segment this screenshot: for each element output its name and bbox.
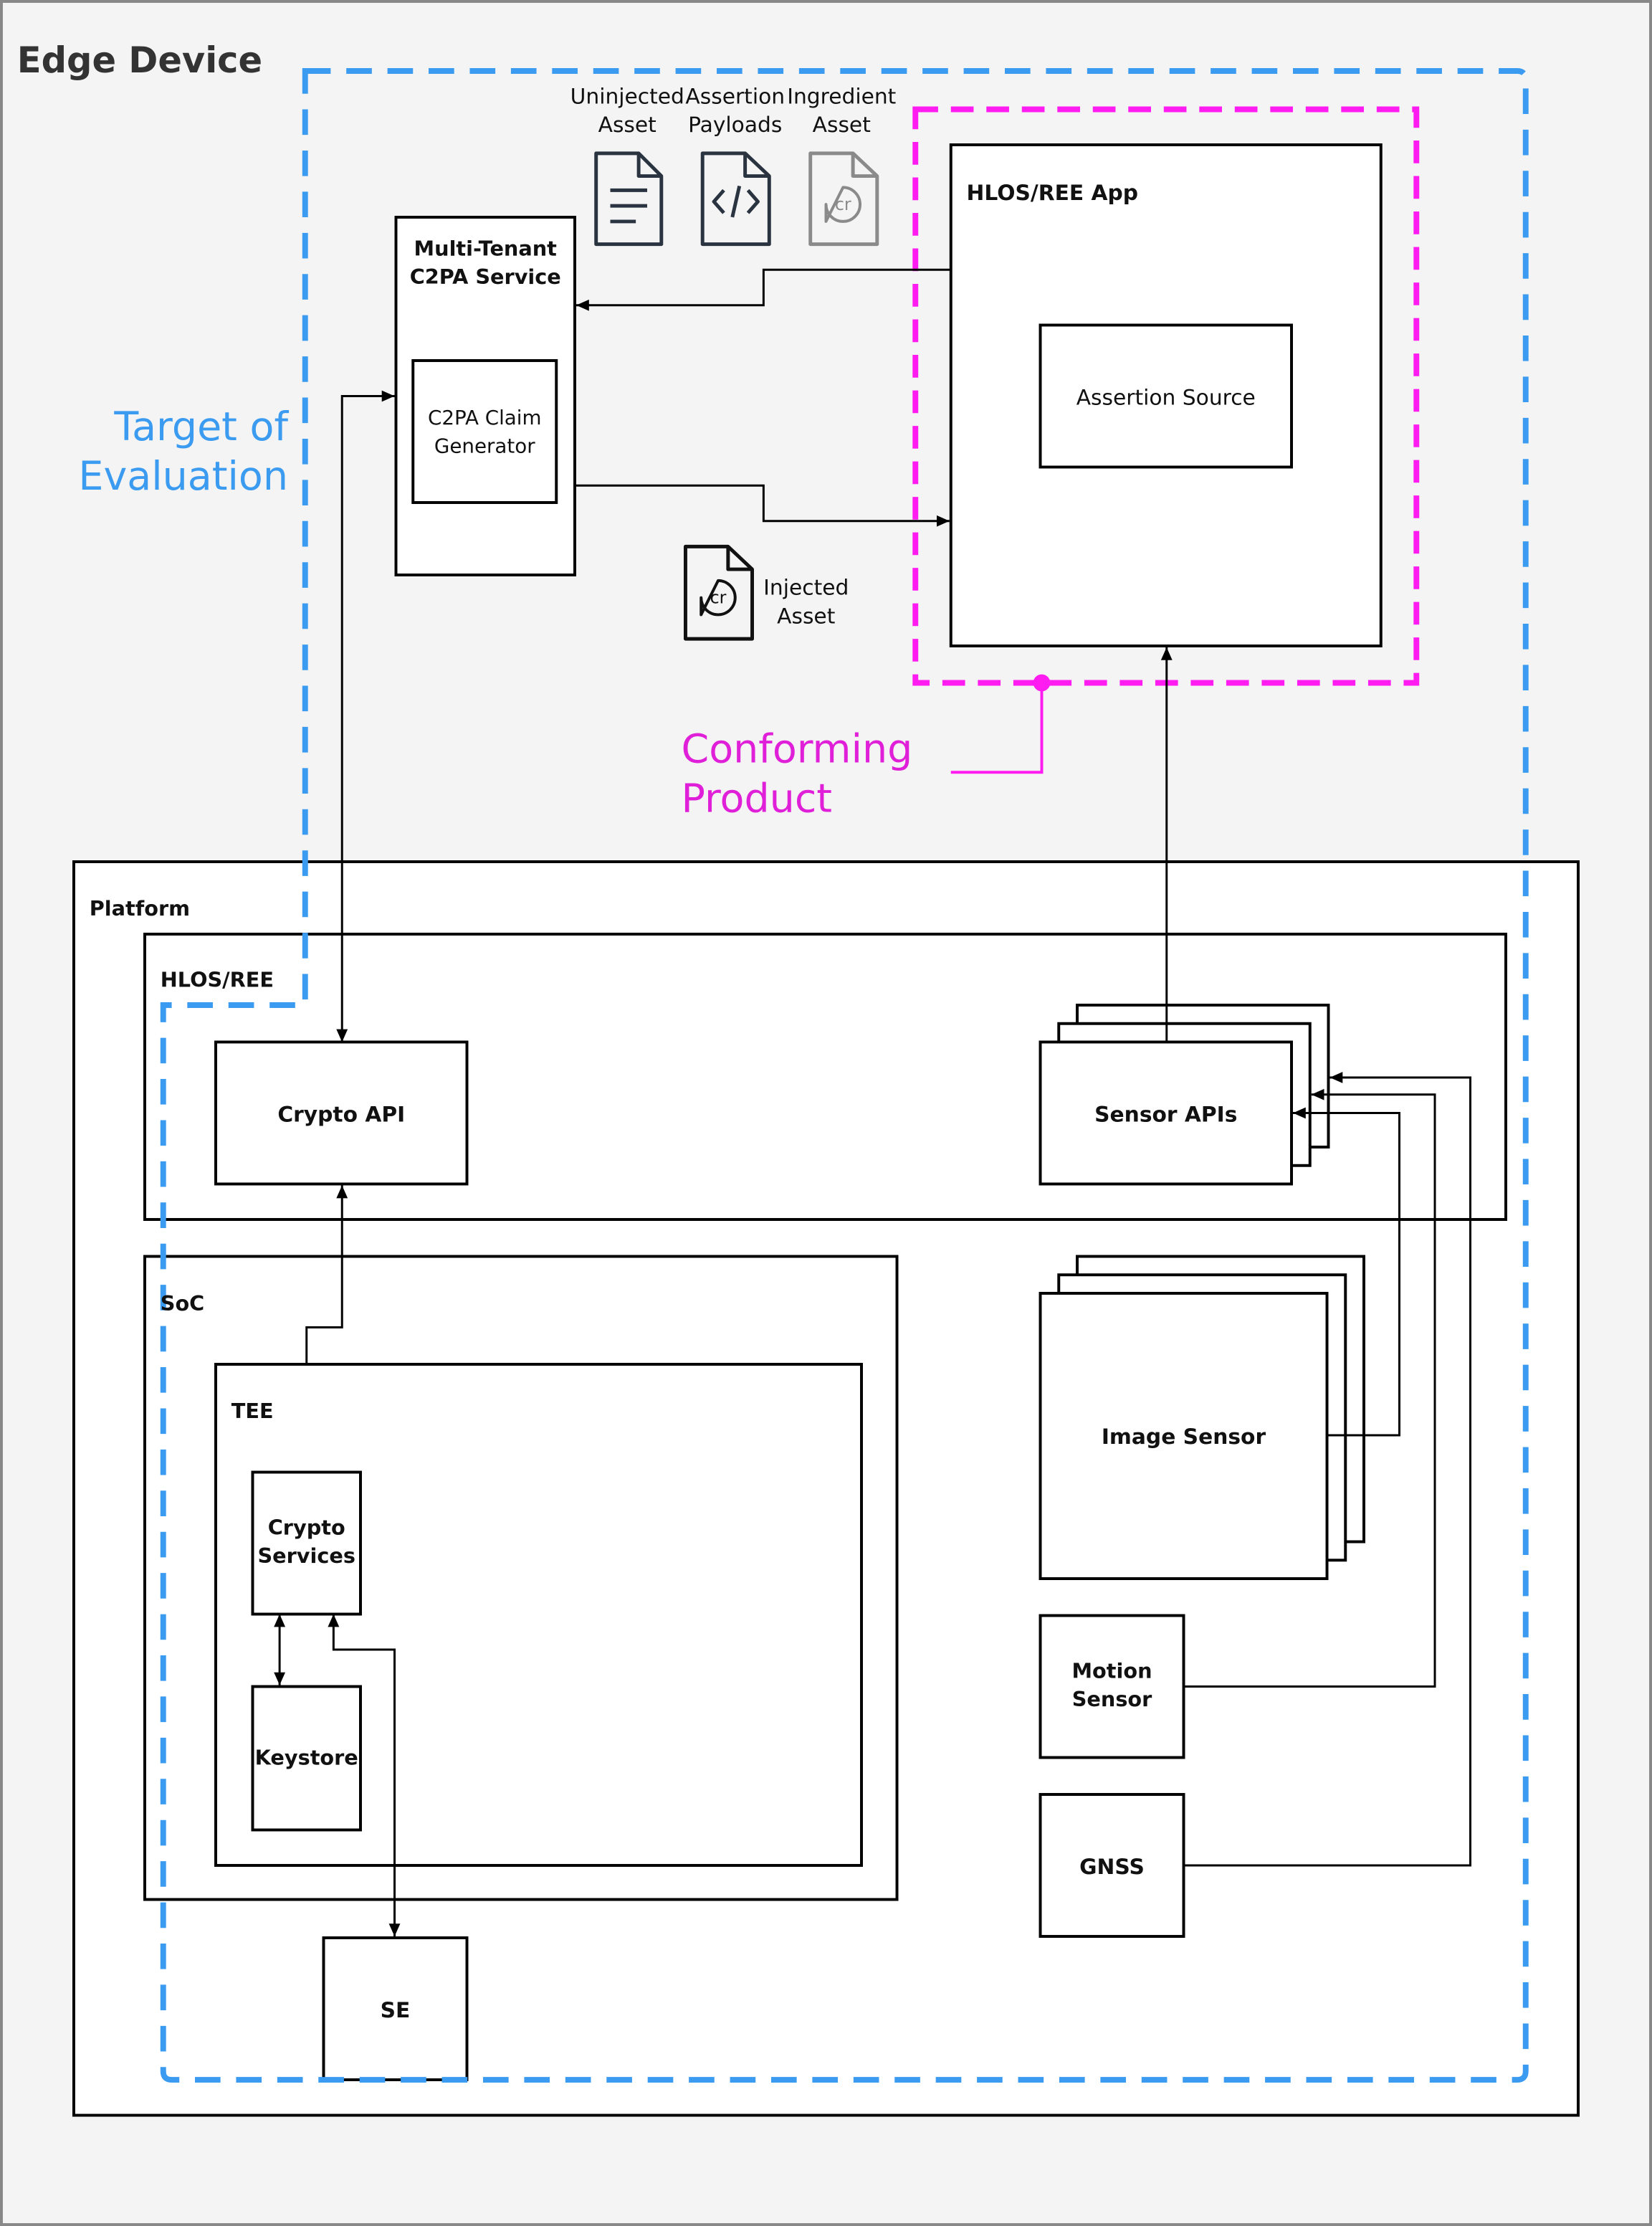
tee-label: TEE	[231, 1401, 274, 1424]
conforming-product-label: Conforming Product	[681, 725, 913, 822]
crypto-services-label: Crypto Services	[257, 1517, 355, 1569]
motion-sensor-label: Motion Sensor	[1071, 1660, 1152, 1713]
arrow-gnss-to-apis	[1183, 1072, 1472, 1867]
claim-generator-label: C2PA Claim Generator	[428, 407, 542, 459]
injected-asset-label: Injected Asset	[763, 574, 849, 629]
se-label: SE	[380, 1997, 411, 2023]
image-sensor-box	[1039, 1292, 1329, 1580]
platform-label: Platform	[89, 898, 191, 922]
injected-asset-icon	[683, 544, 755, 641]
uninjected-asset-label: Uninjected Asset	[570, 83, 684, 138]
assertion-source-box	[1039, 323, 1293, 469]
conforming-product-anchor	[1033, 674, 1051, 692]
gnss-label: GNSS	[1079, 1854, 1145, 1880]
hlos-app-label: HLOS/REE App	[966, 180, 1139, 206]
hlos-ree-label: HLOS/REE	[160, 969, 274, 993]
assertion-payloads-icon	[700, 151, 771, 247]
gnss-box	[1039, 1793, 1185, 1939]
crypto-services-box	[251, 1470, 362, 1616]
c2pa-service-label: Multi-Tenant C2PA Service	[409, 238, 561, 290]
arrow-tee-to-crypto-api	[305, 1185, 348, 1365]
crypto-api-label: Crypto API	[277, 1101, 406, 1128]
keystore-label: Keystore	[254, 1747, 358, 1771]
soc-label: SoC	[160, 1293, 205, 1316]
ingredient-asset-label: Ingredient Asset	[787, 83, 897, 138]
target-of-evaluation-boundary	[160, 68, 1529, 2083]
crypto-api-box	[214, 1040, 469, 1186]
ingredient-asset-icon	[808, 151, 879, 247]
uninjected-asset-icon	[594, 151, 664, 247]
assertion-source-label: Assertion Source	[1076, 384, 1256, 411]
sensor-apis-label: Sensor APIs	[1094, 1101, 1238, 1128]
arrow-image-sensor-to-apis	[1292, 1107, 1401, 1437]
page-title: Edge Device	[16, 39, 263, 81]
motion-sensor-box	[1039, 1614, 1185, 1759]
assertion-payloads-label: Assertion Payloads	[685, 83, 786, 138]
image-sensor-label: Image Sensor	[1101, 1424, 1266, 1450]
conforming-product-leader	[950, 682, 1044, 774]
sensor-apis-box	[1039, 1040, 1293, 1186]
se-box	[322, 1936, 469, 2082]
ingredient-cr-mark: cr	[834, 194, 851, 215]
target-of-evaluation-label: Target of Evaluation	[78, 403, 288, 500]
arrow-app-to-c2pa	[576, 268, 951, 311]
arrow-c2pa-to-app	[576, 484, 950, 527]
arrow-motion-sensor-to-apis	[1183, 1088, 1436, 1688]
injected-cr-mark: cr	[710, 587, 727, 608]
arrow-crypto-api-to-generator	[336, 390, 395, 1042]
claim-generator-box	[411, 358, 558, 504]
arrow-crypto-services-se	[328, 1614, 401, 1937]
